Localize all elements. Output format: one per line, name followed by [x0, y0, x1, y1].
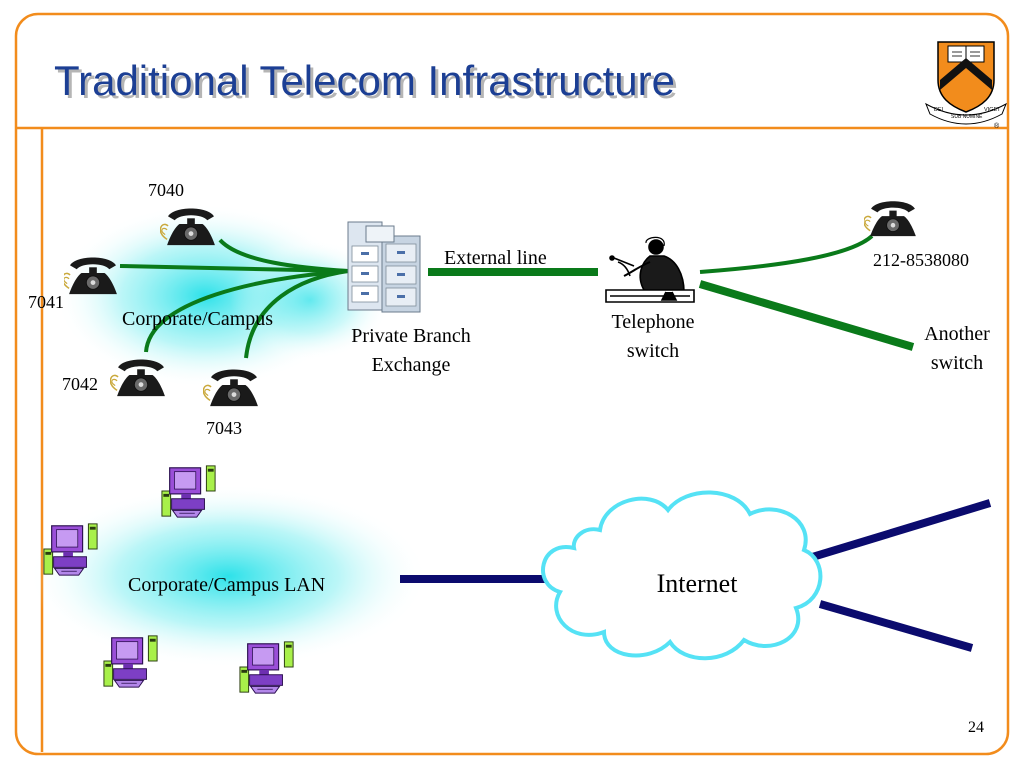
internet-link-lower: [818, 600, 974, 652]
link-another-switch: [698, 280, 915, 351]
extension-7043-label: 7043: [206, 418, 242, 438]
registered-mark: ®: [994, 122, 1000, 130]
page-number: 24: [968, 719, 984, 736]
extension-7040-label: 7040: [148, 180, 184, 200]
slide-frame: [14, 12, 1010, 756]
external-line-label: External line: [444, 247, 547, 269]
remote-phone-number: 212-8538080: [873, 250, 969, 270]
extension-7041-label: 7041: [28, 292, 64, 312]
computer-3: [103, 635, 158, 688]
logo-motto-3: VIGET: [984, 107, 1001, 113]
phone-remote: [864, 200, 917, 237]
extension-7042-label: 7042: [62, 374, 98, 394]
telephone-switch-label-line-1: Telephone: [611, 311, 694, 333]
lan-area: [28, 484, 428, 668]
link-7041-pbx: [119, 264, 349, 273]
link-switch-remote-phone: [699, 234, 874, 274]
page-title: Traditional Telecom Infrastructure: [54, 57, 675, 104]
internet-link-upper: [794, 499, 992, 566]
internet-label: Internet: [657, 569, 739, 598]
filing-cabinet-icon: [347, 221, 421, 313]
computer-4: [239, 641, 294, 694]
logo-motto-2: SUB NUMINE: [951, 114, 983, 120]
link-7043-pbx: [244, 269, 349, 359]
page-title-shadow: Traditional Telecom Infrastructure: [57, 60, 678, 107]
another-switch-label-line-1: Another: [924, 323, 990, 345]
campus-label: Corporate/Campus: [122, 308, 273, 330]
pbx-label-line-1: Private Branch: [351, 325, 470, 347]
link-7042-pbx: [144, 269, 349, 353]
princeton-shield-icon: DEI SUB NUMINE VIGET ®: [925, 41, 1007, 130]
internet-cloud: [541, 490, 823, 661]
pbx-label-line-2: Exchange: [372, 354, 451, 376]
another-switch-label-line-2: switch: [931, 352, 983, 374]
lan-label: Corporate/Campus LAN: [128, 574, 325, 596]
logo-motto-1: DEI: [934, 107, 944, 113]
switchboard-operator-icon: [605, 236, 695, 303]
telephone-switch-label-line-2: switch: [627, 340, 679, 362]
